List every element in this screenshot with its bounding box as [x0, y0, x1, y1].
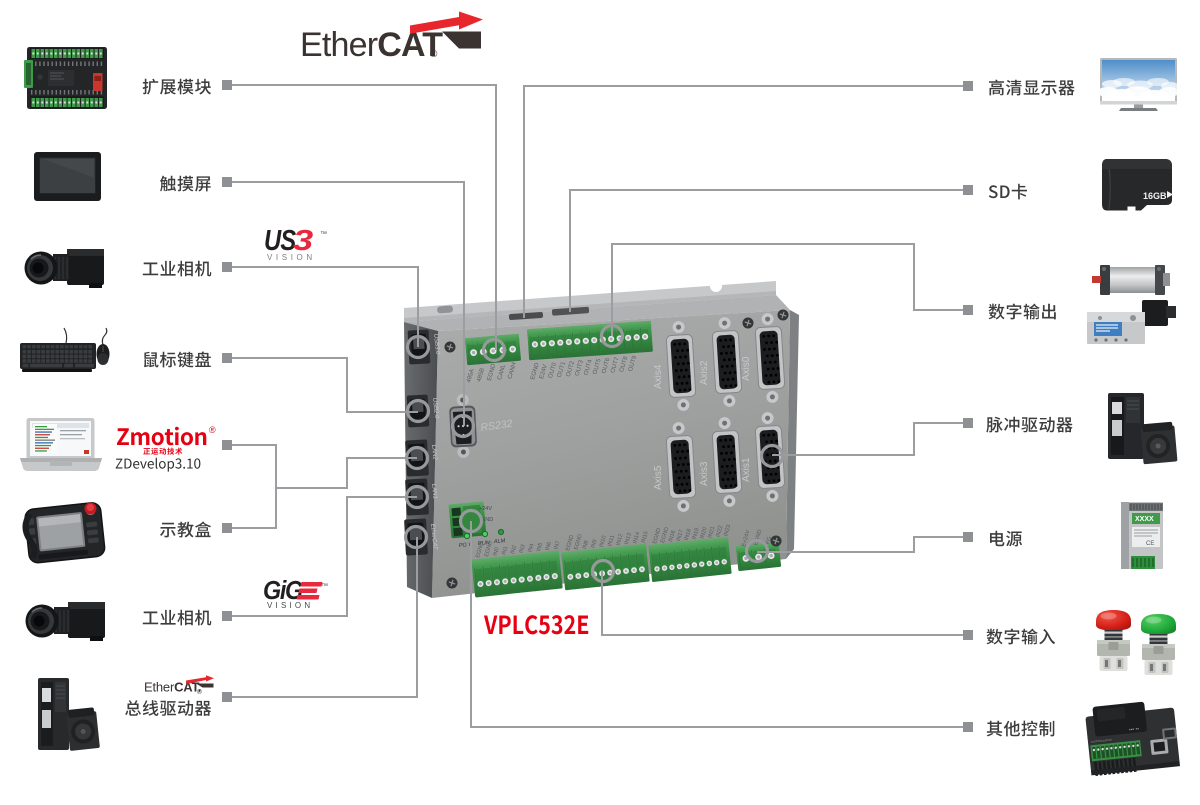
svg-text:EGND: EGND — [484, 540, 494, 557]
svg-text:Axis0: Axis0 — [741, 356, 752, 381]
svg-text:™: ™ — [321, 583, 328, 590]
svg-text:EGND: EGND — [652, 527, 662, 544]
svg-text:IN9: IN9 — [590, 539, 598, 549]
svg-text:OUT2: OUT2 — [566, 360, 576, 378]
svg-text:3: 3 — [293, 223, 313, 256]
svg-text:IN17: IN17 — [676, 529, 685, 542]
svg-text:IN1: IN1 — [501, 546, 509, 556]
svg-text:IN4: IN4 — [527, 543, 535, 553]
svg-text:E24V: E24V — [539, 364, 549, 380]
svg-text:EtherCAT: EtherCAT — [429, 524, 438, 552]
svg-text:16GB: 16GB — [1143, 191, 1167, 201]
svg-text:VISION: VISION — [267, 253, 316, 262]
svg-text:VISION: VISION — [267, 601, 313, 610]
svg-text:IN22: IN22 — [715, 525, 724, 538]
svg-text:OUT1: OUT1 — [557, 361, 567, 379]
svg-text:LAN2: LAN2 — [430, 445, 438, 461]
svg-text:OUT8: OUT8 — [619, 355, 629, 373]
svg-text:Axis5: Axis5 — [653, 465, 664, 490]
svg-text:IN15: IN15 — [641, 531, 650, 544]
svg-text:EGND: EGND — [530, 362, 541, 381]
svg-text:IN8: IN8 — [582, 540, 590, 550]
svg-text:IN16: IN16 — [668, 530, 677, 543]
svg-text:IN6: IN6 — [545, 541, 553, 551]
svg-text:RUN: RUN — [478, 540, 490, 547]
svg-text:OUT6: OUT6 — [601, 357, 611, 375]
svg-text:E+24V: E+24V — [741, 529, 752, 547]
svg-text:OUT5: OUT5 — [592, 358, 602, 376]
svg-text:GiG: GiG — [263, 577, 303, 605]
svg-text:XXXX: XXXX — [1135, 516, 1154, 523]
svg-text:IN3: IN3 — [519, 544, 527, 554]
svg-text:USB2.0: USB2.0 — [431, 398, 439, 420]
svg-text:IN13: IN13 — [624, 532, 633, 545]
svg-text:IN5: IN5 — [536, 542, 544, 552]
svg-text:Axis3: Axis3 — [699, 461, 710, 486]
svg-text:=========: ========= — [1091, 737, 1113, 744]
svg-text:IN19: IN19 — [692, 527, 701, 540]
svg-text:IN7: IN7 — [553, 540, 561, 550]
svg-text:IN21: IN21 — [707, 526, 716, 539]
svg-text:IN23: IN23 — [723, 524, 732, 537]
svg-text:IN0: IN0 — [493, 547, 501, 557]
svg-text:EtherCAT: EtherCAT — [300, 26, 443, 64]
svg-text:+24V: +24V — [479, 506, 492, 512]
svg-text:LAN1: LAN1 — [430, 484, 438, 500]
svg-text:OUT3: OUT3 — [575, 359, 585, 377]
svg-text:Axis4: Axis4 — [653, 364, 664, 389]
svg-text:®: ® — [430, 49, 438, 60]
svg-text:EGND: EGND — [660, 527, 670, 544]
svg-text:EGND: EGND — [574, 533, 584, 550]
svg-text:EGND: EGND — [487, 363, 498, 382]
svg-text:Axis1: Axis1 — [741, 457, 752, 482]
svg-text:IN10: IN10 — [599, 535, 608, 548]
svg-text:CE: CE — [1146, 541, 1154, 547]
svg-text:▪▪▪ ▪▪: ▪▪▪ ▪▪ — [1129, 726, 1140, 733]
svg-text:™: ™ — [320, 231, 327, 238]
svg-text:EGND: EGND — [753, 529, 763, 546]
svg-text:CANH: CANH — [507, 362, 517, 380]
svg-text:485A: 485A — [466, 368, 476, 383]
svg-text:®: ® — [209, 425, 216, 435]
svg-text:PG V: PG V — [459, 542, 474, 549]
svg-text:EGND: EGND — [475, 541, 485, 558]
svg-text:OUT9: OUT9 — [628, 355, 638, 373]
svg-text:GND: GND — [481, 517, 493, 523]
svg-text:IN2: IN2 — [510, 545, 518, 555]
svg-text:FG: FG — [765, 536, 773, 545]
svg-text:IN11: IN11 — [607, 535, 616, 548]
svg-text:IN20: IN20 — [700, 527, 709, 540]
svg-text:Axis2: Axis2 — [699, 360, 710, 385]
svg-text:IN12: IN12 — [616, 533, 625, 546]
svg-text:CANL: CANL — [497, 363, 507, 381]
svg-text:EGND: EGND — [565, 534, 575, 551]
svg-text:OUT7: OUT7 — [610, 356, 620, 374]
svg-text:OUT4: OUT4 — [584, 358, 594, 376]
svg-text:OUT0: OUT0 — [548, 361, 558, 379]
svg-text:US: US — [264, 224, 296, 257]
svg-text:485B: 485B — [476, 368, 486, 383]
svg-text:®: ® — [197, 688, 202, 696]
svg-text:ALM: ALM — [493, 538, 506, 545]
svg-text:IN14: IN14 — [632, 531, 641, 544]
svg-text:IN18: IN18 — [684, 528, 693, 541]
svg-text:USB3.0: USB3.0 — [432, 334, 440, 356]
svg-text:RS232: RS232 — [480, 418, 514, 434]
